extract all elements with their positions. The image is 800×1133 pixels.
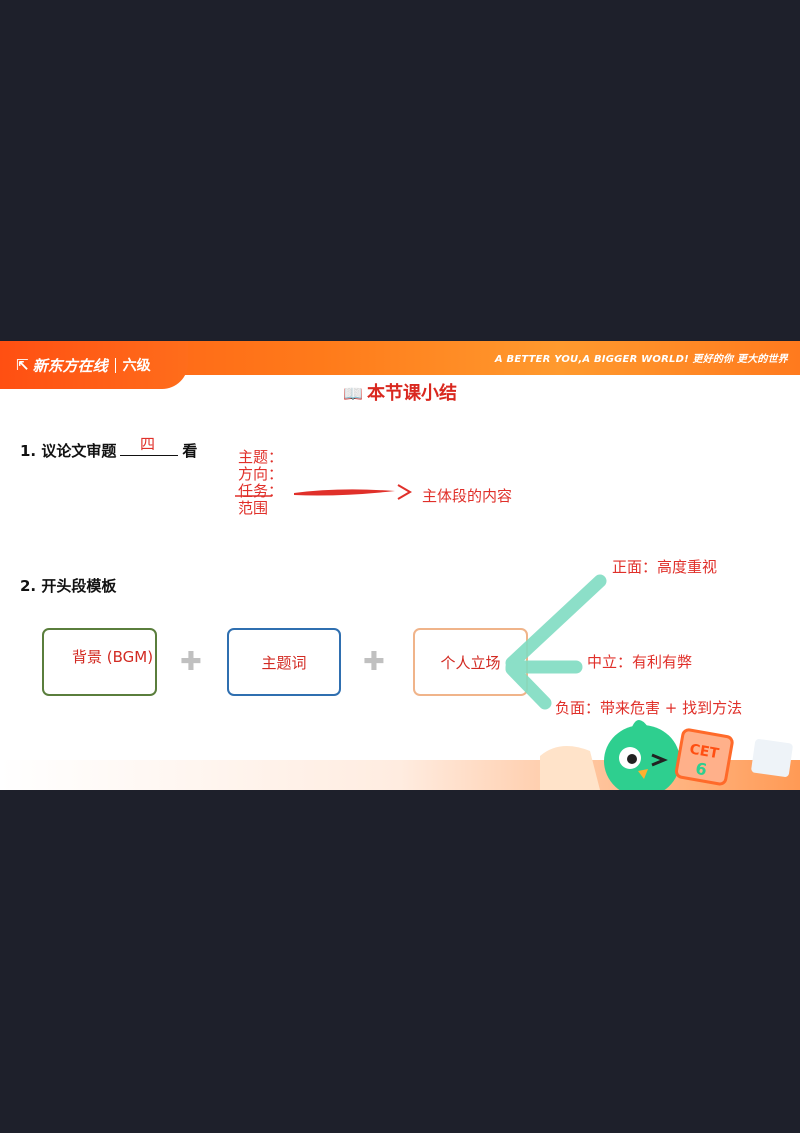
template-box-background: 背景 (BGM) [42,628,157,696]
stance-neutral: 中立：有利有弊 [587,653,693,671]
red-arrow-head [397,484,412,500]
stance-positive: 正面：高度重视 [612,558,718,576]
aspect-item: 范围 [238,499,269,517]
cet-badge-top: CET [688,741,720,762]
slogan: A BETTER YOU,A BIGGER WORLD! 更好的你 更大的世界 [494,354,788,365]
blank-answer: 四 [140,435,156,453]
aspect-item: 主题： [238,448,284,466]
mascot-pupil [627,754,637,764]
stance-negative: 负面：带来危害 + 找到方法 [555,699,743,717]
mascot-illustration: CET 6 [540,720,793,790]
mascot-wink [651,753,668,767]
brand-icon: ⇱ [16,356,29,374]
section-1-label: 1. 议论文审题 [20,442,117,460]
box-label: 背景 (BGM) [72,648,154,666]
slide-title: 📖本节课小结 [0,379,800,405]
section-2-heading: 2. 开头段模板 [20,577,117,595]
paper-illustration [751,739,793,777]
annotation-layer [235,484,607,710]
slide: ⇱ 新东方在线 六级 A BETTER YOU,A BIGGER WORLD! … [0,341,800,790]
section-1-suffix: 看 [182,442,198,460]
cet-badge-frame [674,728,734,786]
plus-icon: ✚ [180,647,202,677]
mascot-beak [638,769,648,779]
mascot-body [604,725,680,790]
cet-badge-bottom: 6 [694,759,708,780]
cet-badge: CET 6 [674,728,734,786]
arrow-negative [505,662,552,710]
arrow-positive [505,574,607,670]
slide-title-text: 本节课小结 [366,383,457,404]
book-icon: 📖 [343,384,363,403]
plus-icon: ✚ [363,647,385,677]
answer-blank [120,441,179,456]
red-arrow-shaft [294,489,395,496]
mascot-crest [632,720,648,727]
box-label: 个人立场 [440,653,501,672]
stance-arrows [505,574,607,710]
arrow-target-text: 主体段的内容 [422,487,513,505]
template-box-topic: 主题词 [227,628,341,696]
brand-name: 新东方在线 [32,356,108,375]
brand-logo: ⇱ 新东方在线 六级 [0,341,188,389]
book-illustration [540,746,600,790]
section-1-heading: 1. 议论文审题 看 [20,440,197,461]
brand-divider [114,357,116,373]
box-label: 主题词 [261,653,307,672]
brand-level: 六级 [122,358,151,374]
aspect-item: 方向： [238,465,284,483]
